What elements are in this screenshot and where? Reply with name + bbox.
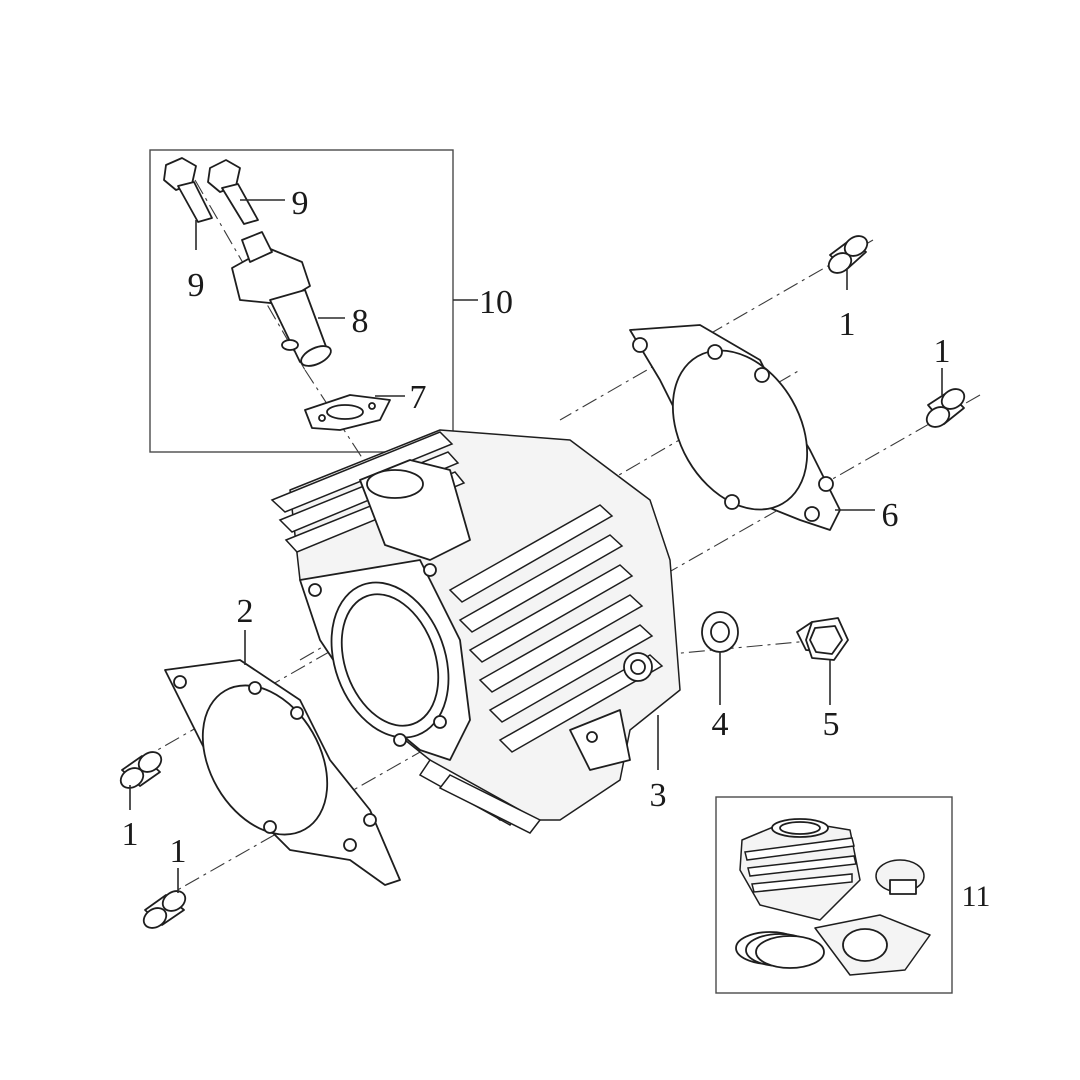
base-gasket xyxy=(164,659,401,886)
callout-4: 4 xyxy=(712,706,729,743)
callout-6: 6 xyxy=(882,497,899,534)
drain-bolt xyxy=(796,617,849,661)
callout-9-right: 9 xyxy=(292,185,309,222)
callout-5: 5 xyxy=(823,706,840,743)
dowel-pin-lower-left xyxy=(142,890,187,929)
cylinder-block xyxy=(270,429,681,834)
sealing-washer xyxy=(701,611,739,653)
dowel-pin-right xyxy=(925,388,966,428)
cam-chain-tensioner xyxy=(231,231,332,367)
dowel-pin-left xyxy=(119,751,163,789)
callout-1-right: 1 xyxy=(934,333,951,370)
head-gasket xyxy=(629,324,841,531)
callout-11: 11 xyxy=(962,880,991,913)
callout-1-upper-right: 1 xyxy=(839,306,856,343)
tensioner-gasket xyxy=(304,394,391,431)
callout-1-lower-left: 1 xyxy=(170,833,187,870)
callout-9-left: 9 xyxy=(188,267,205,304)
tensioner-group-box xyxy=(149,149,454,453)
cylinder-kit-photo xyxy=(735,818,931,976)
leader-lines xyxy=(129,199,943,893)
callout-1-left: 1 xyxy=(122,816,139,853)
dowel-pin-upper-right xyxy=(827,235,869,274)
callout-2: 2 xyxy=(237,593,254,630)
callout-10: 10 xyxy=(479,284,513,321)
callout-7: 7 xyxy=(410,379,427,416)
tensioner-bolt-right xyxy=(207,159,259,225)
callout-3: 3 xyxy=(650,777,667,814)
tensioner-bolt-left xyxy=(163,157,213,223)
callout-labels: 1 1 1 1 2 3 4 5 6 7 8 9 9 10 11 xyxy=(122,185,991,913)
callout-8: 8 xyxy=(352,303,369,340)
cylinder-kit-box xyxy=(715,796,953,994)
